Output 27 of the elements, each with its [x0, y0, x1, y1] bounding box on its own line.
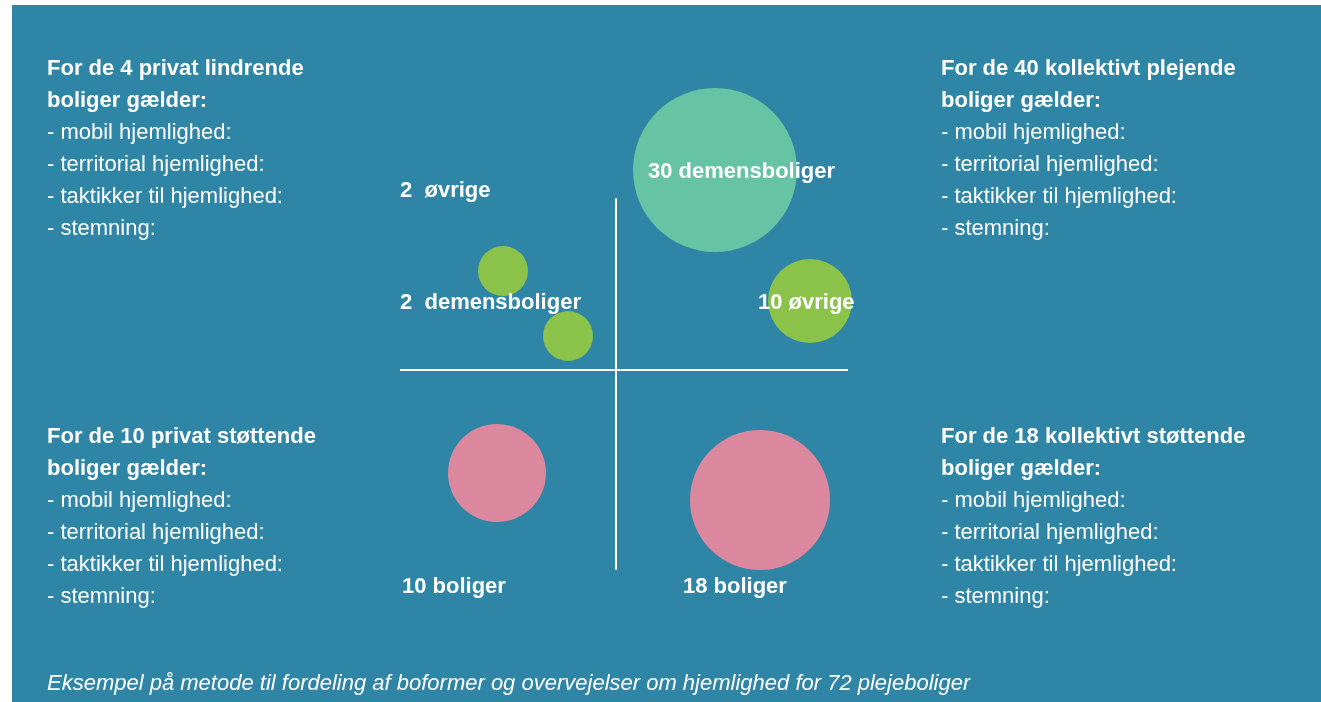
list-item: - stemning:: [941, 215, 1050, 241]
list-item: - territorial hjemlighed:: [47, 519, 265, 545]
quadrant-heading: For de 10 privat støttende boliger gælder:: [47, 422, 317, 482]
bubble-label: 2 øvrige: [400, 177, 491, 203]
bubble-label: 30 demensboliger: [648, 158, 836, 184]
list-item: - stemning:: [941, 583, 1050, 609]
list-item: - territorial hjemlighed:: [941, 151, 1159, 177]
quadrant-heading: For de 18 kollektivt støttende boliger gælder:: [941, 422, 1247, 482]
list-item: - stemning:: [47, 583, 156, 609]
list-item: - taktikker til hjemlighed:: [47, 183, 283, 209]
list-item: - territorial hjemlighed:: [47, 151, 265, 177]
list-item: - stemning:: [47, 215, 156, 241]
list-item: - mobil hjemlighed:: [941, 119, 1126, 145]
bubble-label: 2 demensboliger: [400, 289, 581, 315]
list-item: - mobil hjemlighed:: [47, 487, 232, 513]
bubble-label: 10 øvrige: [758, 289, 855, 315]
quadrant-heading: For de 4 privat lindrende boliger gælder:: [47, 54, 305, 114]
list-item: - territorial hjemlighed:: [941, 519, 1159, 545]
caption: Eksempel på metode til fordeling af boformer og overvejelser om hjemlighed for 72 plejeboliger: [47, 670, 971, 696]
bubble-label: 10 boliger: [402, 573, 506, 599]
list-item: - mobil hjemlighed:: [941, 487, 1126, 513]
list-item: - mobil hjemlighed:: [47, 119, 232, 145]
quadrant-heading: For de 40 kollektivt plejende boliger gælder:: [941, 54, 1237, 114]
list-item: - taktikker til hjemlighed:: [941, 183, 1177, 209]
list-item: - taktikker til hjemlighed:: [941, 551, 1177, 577]
bubble-label: 18 boliger: [683, 573, 787, 599]
list-item: - taktikker til hjemlighed:: [47, 551, 283, 577]
